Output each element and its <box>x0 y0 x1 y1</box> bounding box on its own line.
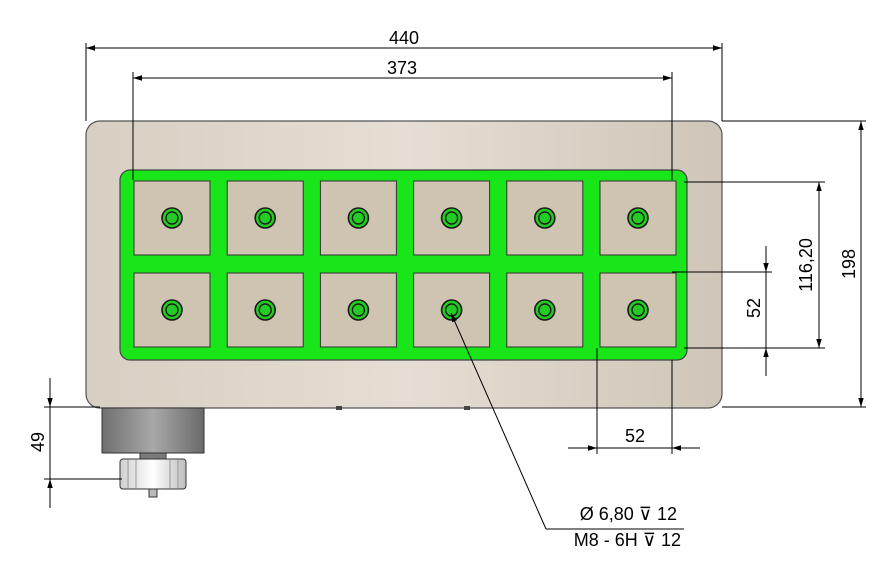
pad-cell <box>133 180 211 256</box>
threaded-hole-icon <box>440 207 463 229</box>
cable-connector-icon <box>101 407 205 498</box>
threaded-hole-icon <box>161 207 183 229</box>
hole-callout-line2: M8 - 6H ⊽ 12 <box>574 530 681 550</box>
threaded-hole-icon <box>254 299 277 321</box>
dimension-horizontal-pitch <box>568 348 700 454</box>
foot-bump <box>464 406 470 410</box>
connector-housing <box>101 407 205 454</box>
threaded-hole-icon <box>347 299 370 321</box>
hole-callout-line1: Ø 6,80 ⊽ 12 <box>580 504 677 524</box>
threaded-hole-icon <box>533 207 556 229</box>
dim-label-pattern-height: 116,20 <box>796 238 816 292</box>
threaded-hole-icon <box>347 207 370 229</box>
foot-bump <box>336 406 342 410</box>
threaded-hole-icon <box>627 207 649 229</box>
dimension-vertical-pitch <box>672 246 772 376</box>
cell-grid <box>133 180 677 348</box>
dimension-overall-width <box>85 43 723 121</box>
threaded-hole-icon <box>440 299 463 321</box>
dim-label-horizontal-pitch: 52 <box>625 426 645 446</box>
dimension-pattern-height <box>684 181 825 349</box>
dim-label-overall-width: 440 <box>389 28 419 48</box>
threaded-hole-icon <box>533 299 556 321</box>
dim-label-pattern-width: 373 <box>387 58 417 78</box>
dimension-overall-height <box>722 120 866 408</box>
threaded-hole-icon <box>254 207 277 229</box>
connector-pin <box>148 488 158 498</box>
threaded-hole-icon <box>627 299 649 321</box>
connector-nut <box>119 458 187 490</box>
dim-label-connector-offset: 49 <box>28 432 48 452</box>
pad-cell <box>413 180 491 256</box>
hole-callout-leader <box>450 312 684 530</box>
pad-cell <box>506 180 584 256</box>
dim-label-overall-height: 198 <box>839 249 859 279</box>
dim-label-vertical-pitch: 52 <box>744 298 764 318</box>
threaded-hole-icon <box>161 299 183 321</box>
dimension-connector-offset <box>44 378 122 508</box>
connector-neck <box>139 452 167 460</box>
dimension-pattern-width <box>132 72 673 180</box>
